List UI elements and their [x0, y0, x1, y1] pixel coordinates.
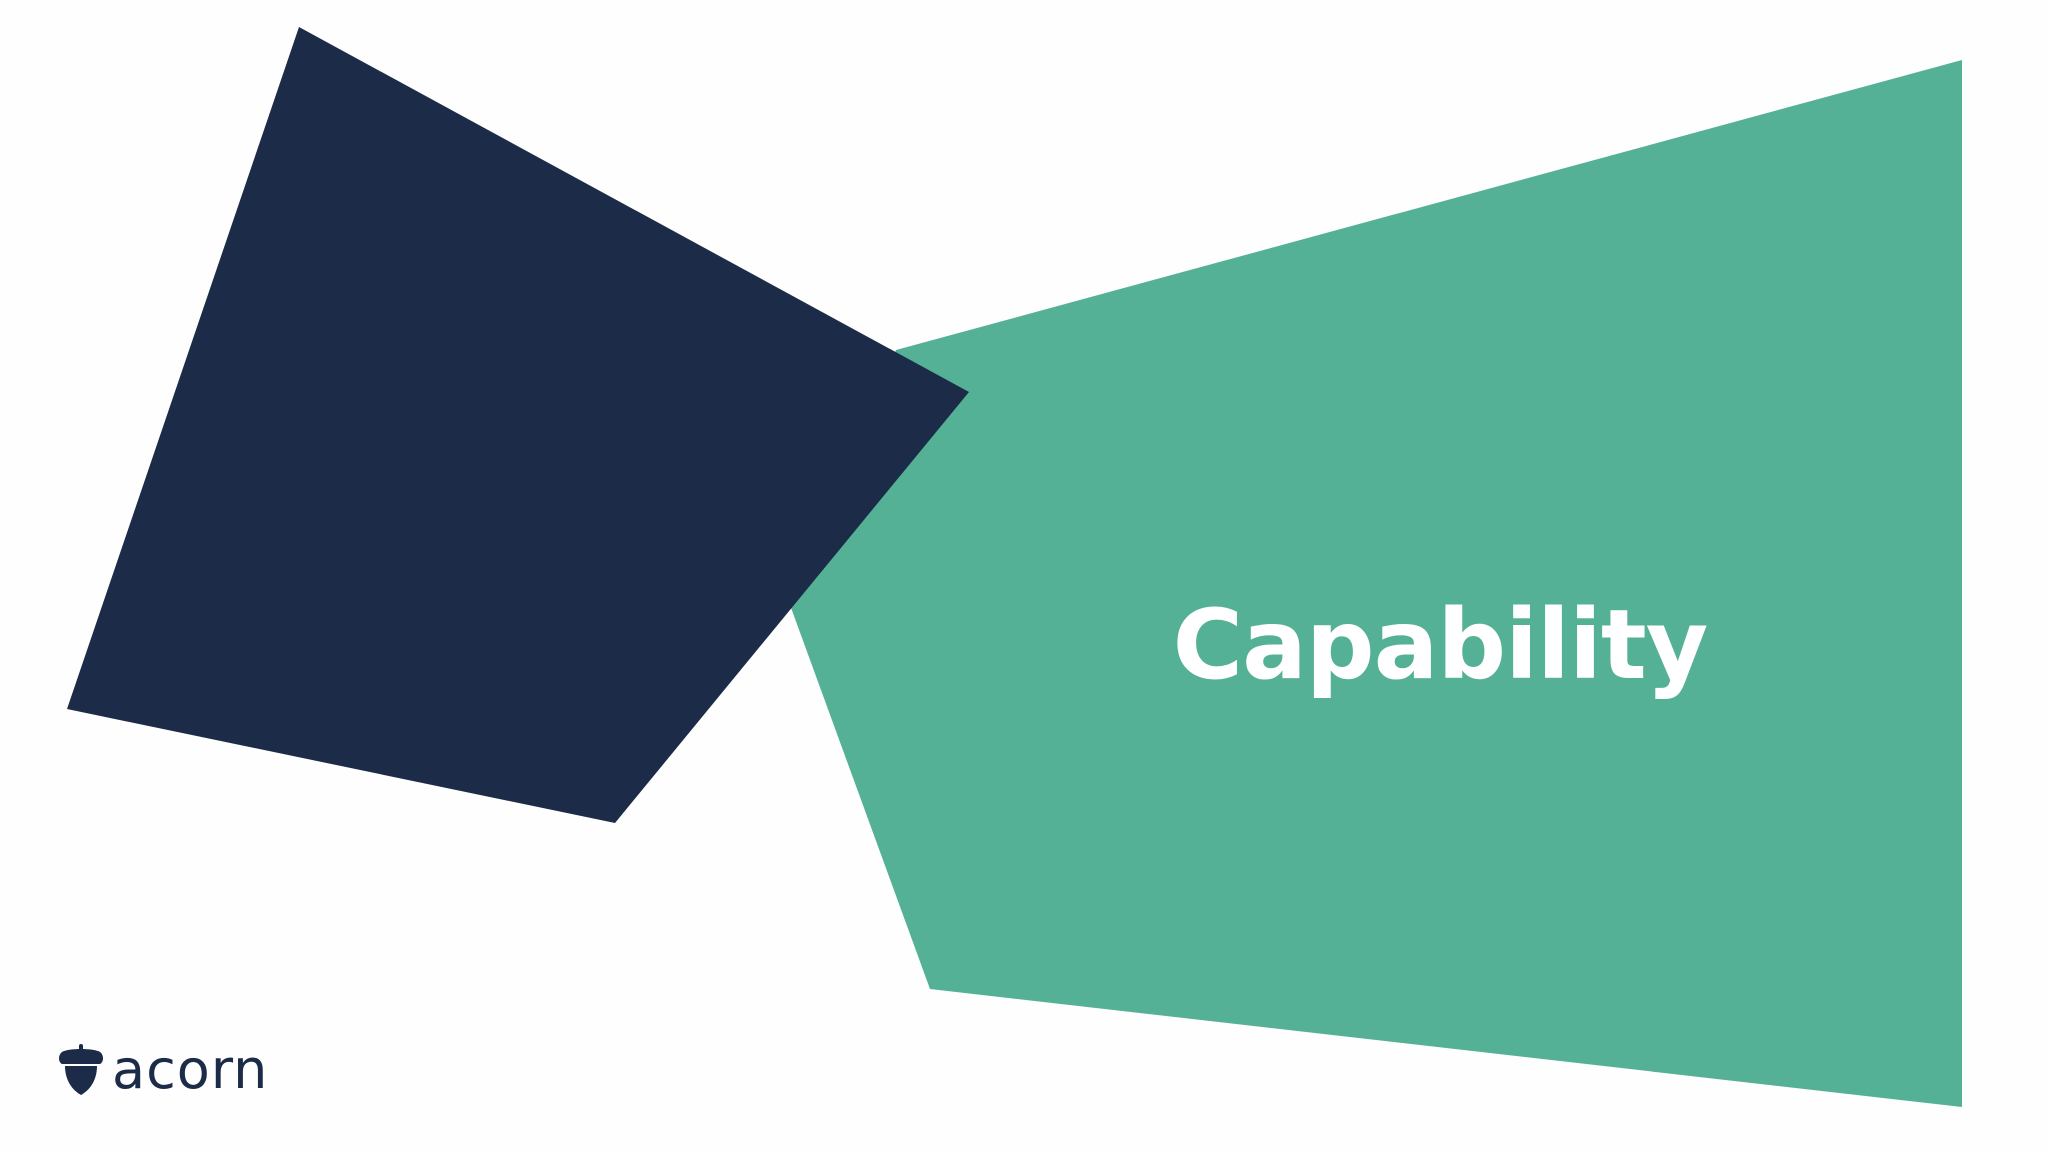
- green-polygon: [790, 60, 1962, 1107]
- slide-title: Capability: [1172, 589, 1709, 701]
- acorn-icon: [59, 1044, 103, 1095]
- navy-polygon: [67, 27, 969, 823]
- brand-logo: acorn: [58, 1040, 268, 1100]
- logo-wordmark: acorn: [112, 1038, 269, 1101]
